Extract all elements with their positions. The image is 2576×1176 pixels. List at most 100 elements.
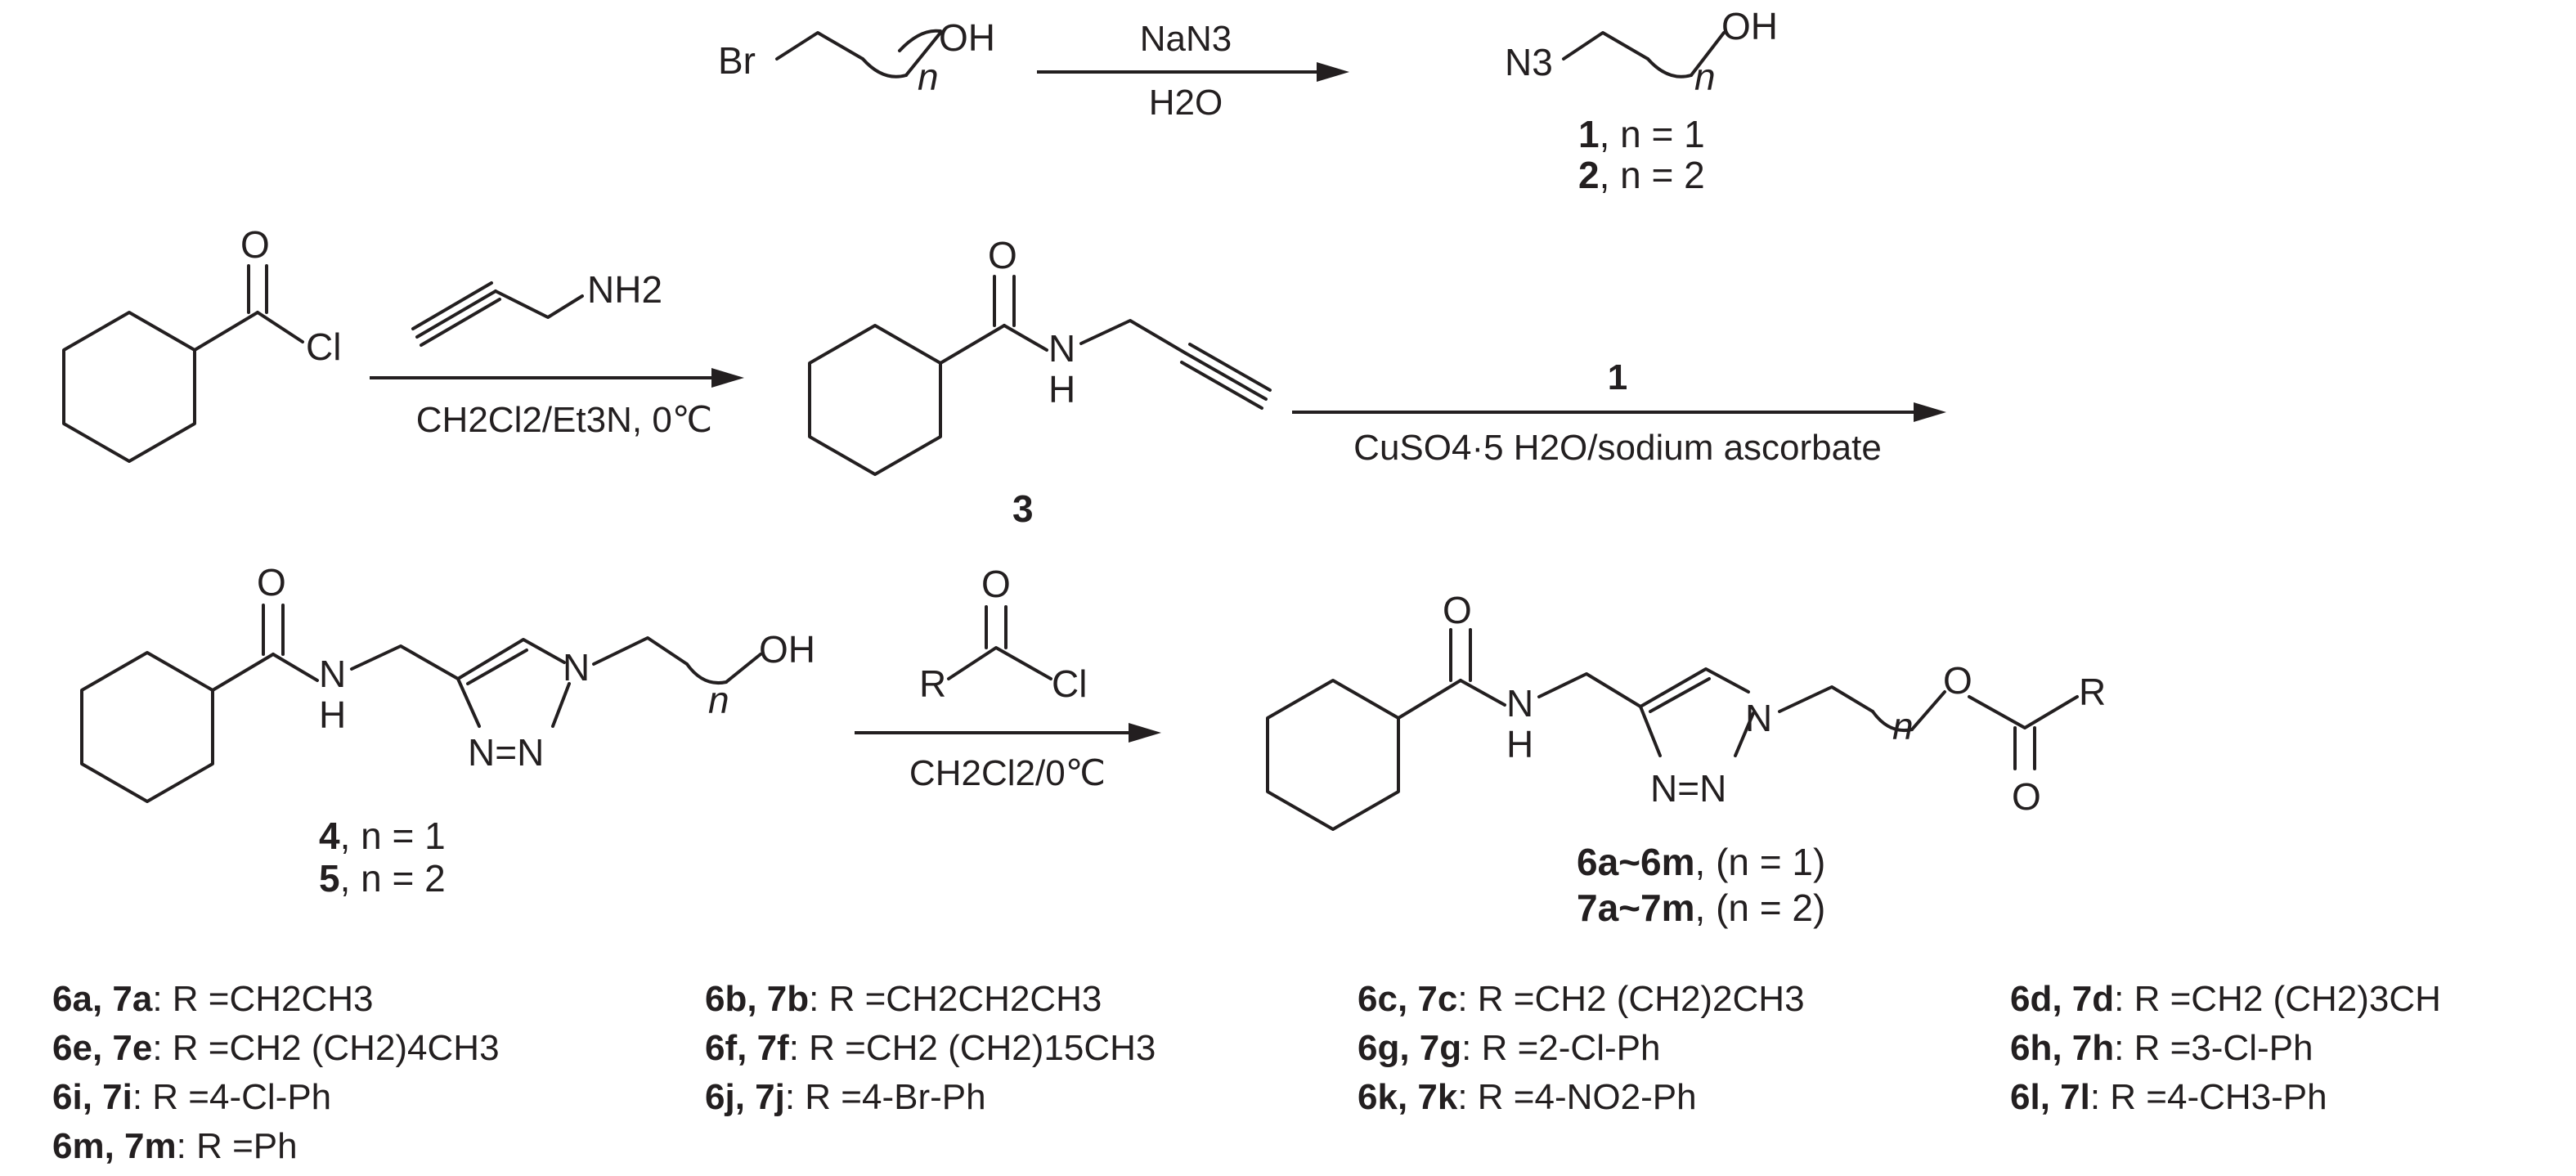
compound-ids: 6m, 7m — [52, 1126, 177, 1166]
r-group-label: R — [919, 662, 946, 705]
compound-1-n: , n = 1 — [1600, 113, 1705, 155]
compound-ids: 6k, 7k — [1358, 1077, 1458, 1117]
compound-ids: 6f, 7f — [705, 1028, 789, 1068]
sodium-azide-reagent: NaN3 — [1140, 19, 1232, 59]
substituent-entry: 6h, 7h: R =3-Cl-Ph — [2010, 1028, 2313, 1068]
compound-ids: 6b, 7b — [705, 979, 809, 1019]
compound-3-label: 3 — [1012, 487, 1034, 530]
compound-ids: 6h, 7h — [2010, 1028, 2114, 1068]
substituent-entry: 6a, 7a: R =CH2CH3 — [52, 979, 374, 1019]
compound-2-label: 2, n = 2 — [1578, 154, 1705, 196]
triazole-n2-n3-label: N=N — [468, 731, 544, 774]
compound-2-n: , n = 2 — [1600, 154, 1705, 196]
amide-oxygen-label: O — [1443, 589, 1472, 631]
compound-ids: 6e, 7e — [52, 1028, 152, 1068]
ester-oxygen-label: O — [1943, 659, 1972, 702]
triazole-n2-n3-label: N=N — [1650, 767, 1726, 810]
compound-5-label: 5, n = 2 — [319, 857, 446, 900]
r-definition: : R =CH2CH3 — [152, 979, 373, 1019]
hydroxyl-label: OH — [1721, 5, 1778, 47]
compound-ids: 6i, 7i — [52, 1077, 132, 1117]
r-definition: : R =4-NO2-Ph — [1457, 1077, 1696, 1117]
amide-nitrogen-label: N — [1506, 682, 1533, 725]
repeat-n-label: n — [708, 679, 729, 721]
acyl-oxygen-label: O — [981, 563, 1011, 605]
repeat-n-label: n — [918, 56, 939, 98]
series-6-n: , (n = 1) — [1695, 841, 1826, 883]
compound-4-label: 4, n = 1 — [319, 815, 446, 857]
hydroxyl-label: OH — [759, 628, 815, 671]
substituent-entry: 6b, 7b: R =CH2CH2CH3 — [705, 979, 1102, 1019]
amide-oxygen-label: O — [988, 234, 1017, 276]
compound-1-number: 1 — [1578, 113, 1600, 155]
amino-group-label: NH2 — [587, 268, 662, 311]
substituent-entry: 6g, 7g: R =2-Cl-Ph — [1358, 1028, 1660, 1068]
compound-ids: 6g, 7g — [1358, 1028, 1461, 1068]
series-6-label: 6a~6m, (n = 1) — [1577, 841, 1825, 883]
r-definition: : R =CH2 (CH2)15CH3 — [789, 1028, 1156, 1068]
amide-nitrogen-label: N — [1048, 327, 1075, 370]
triazole-n1-label: N — [1745, 697, 1772, 739]
step1-product: N3 n OH 1, n = 1 2, n = 2 — [1505, 5, 1778, 196]
amide-nitrogen-label: N — [319, 653, 346, 695]
bromine-atom-label: Br — [718, 39, 756, 82]
compound-ids: 6j, 7j — [705, 1077, 785, 1117]
substituent-entry: 6d, 7d: R =CH2 (CH2)3CH — [2010, 979, 2441, 1019]
water-solvent: H2O — [1149, 83, 1223, 123]
r-definition: : R =2-Cl-Ph — [1461, 1028, 1660, 1068]
azide-label: N3 — [1505, 41, 1553, 83]
substituent-entry: 6e, 7e: R =CH2 (CH2)4CH3 — [52, 1028, 500, 1068]
compound-4-5-structure: O N H N N=N n OH 4, n = 1 5, n = 2 — [80, 561, 815, 900]
r-definition: : R =Ph — [177, 1126, 298, 1166]
r-definition: : R =CH2CH2CH3 — [809, 979, 1102, 1019]
chlorine-atom-label: Cl — [306, 325, 341, 368]
azide-reagent-1: 1 — [1608, 357, 1627, 397]
compound-5-number: 5 — [319, 857, 340, 900]
substituent-entry: 6j, 7j: R =4-Br-Ph — [705, 1077, 986, 1117]
step4-arrow: O R Cl CH2Cl2/0℃ — [855, 563, 1161, 793]
step2-conditions: CH2Cl2/Et3N, 0℃ — [416, 400, 712, 440]
compound-1-label: 1, n = 1 — [1578, 113, 1705, 155]
acyl-chlorine-label: Cl — [1052, 662, 1087, 705]
amide-oxygen-label: O — [257, 561, 286, 604]
carbonyl-oxygen-label: O — [2012, 775, 2041, 818]
r-definition: : R =4-Br-Ph — [785, 1077, 986, 1117]
r-definition: : R =4-CH3-Ph — [2090, 1077, 2327, 1117]
compound-ids: 6a, 7a — [52, 979, 153, 1019]
substituent-entry: 6f, 7f: R =CH2 (CH2)15CH3 — [705, 1028, 1156, 1068]
r-definition: : R =CH2 (CH2)2CH3 — [1457, 979, 1804, 1019]
compound-5-n: , n = 2 — [340, 857, 446, 900]
compound-6-7-structure: O N H N N=N n O O R 6a~6m, (n = 1) 7a~7m… — [1266, 589, 2106, 929]
compound-3-structure: O N H 3 — [808, 234, 1272, 530]
step1-arrow: NaN3 H2O — [1037, 19, 1349, 123]
series-6-number: 6a~6m — [1577, 841, 1695, 883]
r-group-label: R — [2079, 671, 2106, 713]
series-7-number: 7a~7m — [1577, 886, 1695, 929]
substituent-entry: 6c, 7c: R =CH2 (CH2)2CH3 — [1358, 979, 1805, 1019]
amide-hydrogen-label: H — [319, 693, 346, 736]
substituent-legend: 6a, 7a: R =CH2CH3 6b, 7b: R =CH2CH2CH3 6… — [52, 979, 2441, 1166]
repeat-n-label: n — [1694, 56, 1716, 98]
substituent-entry: 6l, 7l: R =4-CH3-Ph — [2010, 1077, 2327, 1117]
r-definition: : R =CH2 (CH2)4CH3 — [152, 1028, 499, 1068]
compound-ids: 6c, 7c — [1358, 979, 1457, 1019]
substituent-entry: 6k, 7k: R =4-NO2-Ph — [1358, 1077, 1697, 1117]
r-definition: : R =4-Cl-Ph — [132, 1077, 331, 1117]
amide-hydrogen-label: H — [1506, 723, 1533, 765]
amide-hydrogen-label: H — [1048, 368, 1075, 411]
cyclohexanecarbonyl-chloride: O Cl — [62, 223, 341, 463]
series-7-label: 7a~7m, (n = 2) — [1577, 886, 1825, 929]
compound-4-number: 4 — [319, 815, 340, 857]
step4-conditions: CH2Cl2/0℃ — [909, 753, 1106, 793]
series-7-n: , (n = 2) — [1695, 886, 1826, 929]
triazole-n1-label: N — [563, 646, 590, 689]
step3-arrow: 1 CuSO4·5 H2O/sodium ascorbate — [1292, 357, 1946, 468]
compound-2-number: 2 — [1578, 154, 1600, 196]
r-definition: : R =CH2 (CH2)3CH — [2114, 979, 2441, 1019]
compound-ids: 6d, 7d — [2010, 979, 2114, 1019]
compound-ids: 6l, 7l — [2010, 1077, 2090, 1117]
step2-arrow: NH2 CH2Cl2/Et3N, 0℃ — [370, 268, 744, 440]
step3-conditions: CuSO4·5 H2O/sodium ascorbate — [1353, 428, 1882, 468]
hydroxyl-label: OH — [939, 16, 995, 59]
